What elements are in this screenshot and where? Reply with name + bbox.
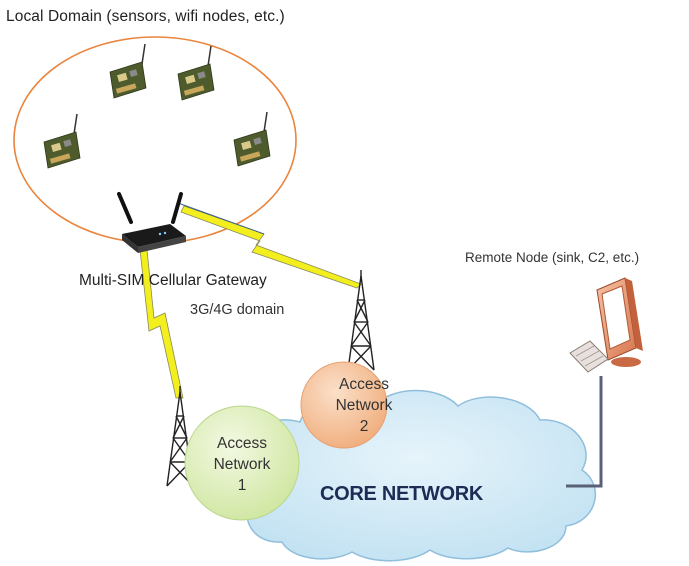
access-network-1-line1: Access: [217, 435, 267, 452]
access-network-1-line2: Network: [213, 456, 271, 473]
core-network-label: CORE NETWORK: [320, 483, 484, 505]
access-network-2-circle: [300, 361, 388, 449]
link-line-tower2: [177, 202, 265, 235]
access-network-2-line2: Network: [335, 397, 393, 414]
computer-icon: [569, 277, 643, 373]
access-network-2-label: Access Network 2: [314, 374, 414, 437]
local-domain-label: Local Domain (sensors, wifi nodes, etc.): [6, 8, 285, 25]
access-network-1-line3: 1: [237, 477, 247, 494]
router-icon: [117, 192, 186, 253]
access-network-2-line3: 2: [359, 418, 369, 435]
remote-link-line: [566, 376, 603, 488]
sensor-board-icon: [177, 45, 215, 101]
remote-node-label: Remote Node (sink, C2, etc.): [465, 250, 640, 265]
lightning-link-icon: [180, 205, 362, 289]
access-network-1-circle: [184, 405, 300, 521]
gateway-label: Multi-SIM Cellular Gateway: [79, 272, 267, 289]
sensor-board-icon: [233, 111, 271, 167]
cellular-domain-label: 3G/4G domain: [190, 302, 285, 318]
access-network-1-label: Access Network 1: [192, 433, 292, 496]
lightning-link-icon: [139, 249, 184, 399]
sensor-board-icon: [109, 43, 147, 99]
access-network-2-line1: Access: [339, 376, 389, 393]
sensor-board-icon: [43, 113, 81, 169]
